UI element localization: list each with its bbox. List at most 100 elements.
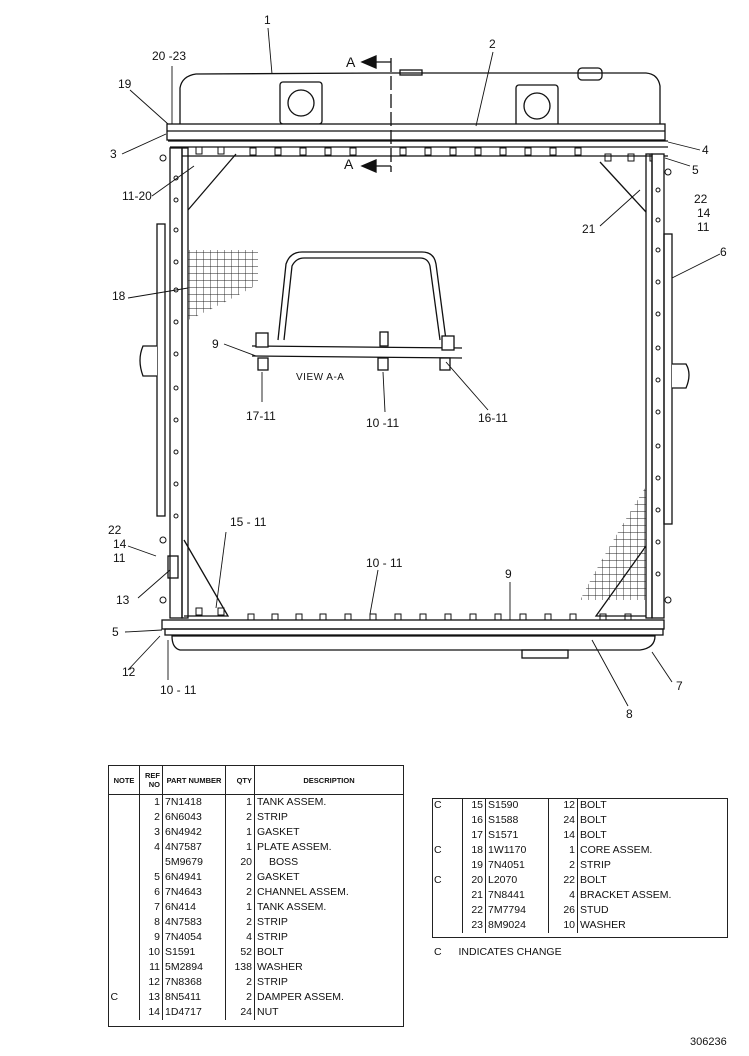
cell-description: BOLT: [580, 874, 607, 886]
cell-ref-no: 10: [139, 945, 163, 960]
cell-description: TANK ASSEM.: [257, 901, 327, 913]
cell-description: NUT: [257, 1006, 279, 1018]
callout-11-20: 11-20: [122, 189, 152, 203]
section-label-top: A: [346, 54, 356, 70]
cell-qty: 2: [225, 915, 255, 930]
callout-17-11: 17-11: [246, 409, 276, 423]
table-header-row: NOTE REF NO PART NUMBER QTY DESCRIPTION: [108, 765, 404, 795]
cell-note: C: [432, 843, 463, 858]
cell-qty: 2: [225, 990, 255, 1005]
header-ref-no: REF NO: [139, 765, 163, 795]
callout-22-top: 22: [694, 192, 708, 206]
cell-ref-no: 16: [462, 813, 486, 828]
cell-ref-no: 13: [139, 990, 163, 1005]
cell-qty: 138: [225, 960, 255, 975]
cell-qty: 4: [225, 930, 255, 945]
cell-description: PLATE ASSEM.: [257, 841, 332, 853]
cell-description: GASKET: [257, 826, 300, 838]
callout-20-23: 20 -23: [152, 49, 187, 63]
cell-ref-no: 4: [139, 840, 163, 855]
cell-note: [108, 825, 140, 840]
cell-part-number: S1591: [162, 945, 226, 960]
callout-2: 2: [489, 37, 496, 51]
cell-ref-no: 7: [139, 900, 163, 915]
cell-description: STUD: [580, 904, 609, 916]
callout-7: 7: [676, 679, 683, 693]
cell-qty: 26: [548, 903, 578, 918]
callout-18: 18: [112, 289, 126, 303]
top-tank: [179, 67, 661, 129]
cell-part-number: 6N6043: [162, 810, 226, 825]
callout-19: 19: [118, 77, 132, 91]
cell-ref-no: 14: [139, 1005, 163, 1020]
cell-part-number: 6N4941: [162, 870, 226, 885]
right-channel: [651, 153, 665, 619]
cell-ref-no: 12: [139, 975, 163, 990]
cell-part-number: 5M2894: [162, 960, 226, 975]
callout-8: 8: [626, 707, 633, 721]
cell-ref-no: 21: [462, 888, 486, 903]
cell-ref-no: 19: [462, 858, 486, 873]
cell-description: BRACKET ASSEM.: [580, 889, 672, 901]
cell-note: [432, 903, 463, 918]
cell-note: C: [432, 798, 463, 813]
cell-qty: 14: [548, 828, 578, 843]
cell-description: BOLT: [580, 799, 607, 811]
cell-note: C: [432, 873, 463, 888]
parts-table-left: NOTE REF NO PART NUMBER QTY DESCRIPTION …: [108, 765, 404, 1020]
callout-13: 13: [116, 593, 130, 607]
cell-part-number: 8N5411: [162, 990, 226, 1005]
cell-note: [108, 810, 140, 825]
cell-qty: 2: [225, 885, 255, 900]
callout-6: 6: [720, 245, 727, 259]
cell-note: [108, 840, 140, 855]
cell-note: [432, 813, 463, 828]
cell-ref-no: 6: [139, 885, 163, 900]
cell-ref-no: 8: [139, 915, 163, 930]
callout-11-top: 11: [697, 220, 710, 234]
cell-part-number: 6N414: [162, 900, 226, 915]
header-note: NOTE: [108, 765, 140, 795]
cell-qty: 2: [225, 810, 255, 825]
cell-qty: 1: [548, 843, 578, 858]
cell-ref-no: 5: [139, 870, 163, 885]
header-qty: QTY: [225, 765, 255, 795]
cell-part-number: 7N4051: [485, 858, 549, 873]
cell-description: STRIP: [257, 976, 288, 988]
cell-qty: 24: [225, 1005, 255, 1020]
cell-note: [108, 945, 140, 960]
callout-4: 4: [702, 143, 709, 157]
callout-9-view: 9: [212, 337, 219, 351]
drawing-number: 306236: [690, 1036, 727, 1048]
cell-note: [108, 900, 140, 915]
header-description: DESCRIPTION: [254, 765, 404, 795]
cell-part-number: 7N1418: [162, 794, 226, 810]
cell-part-number: 8M9024: [485, 918, 549, 933]
cell-description: STRIP: [580, 859, 611, 871]
cell-part-number: 7N8368: [162, 975, 226, 990]
cell-part-number: 6N4942: [162, 825, 226, 840]
cell-description: BOLT: [580, 814, 607, 826]
cell-note: [108, 975, 140, 990]
cell-note: [108, 915, 140, 930]
cell-description: BOLT: [580, 829, 607, 841]
cell-description: STRIP: [257, 931, 288, 943]
